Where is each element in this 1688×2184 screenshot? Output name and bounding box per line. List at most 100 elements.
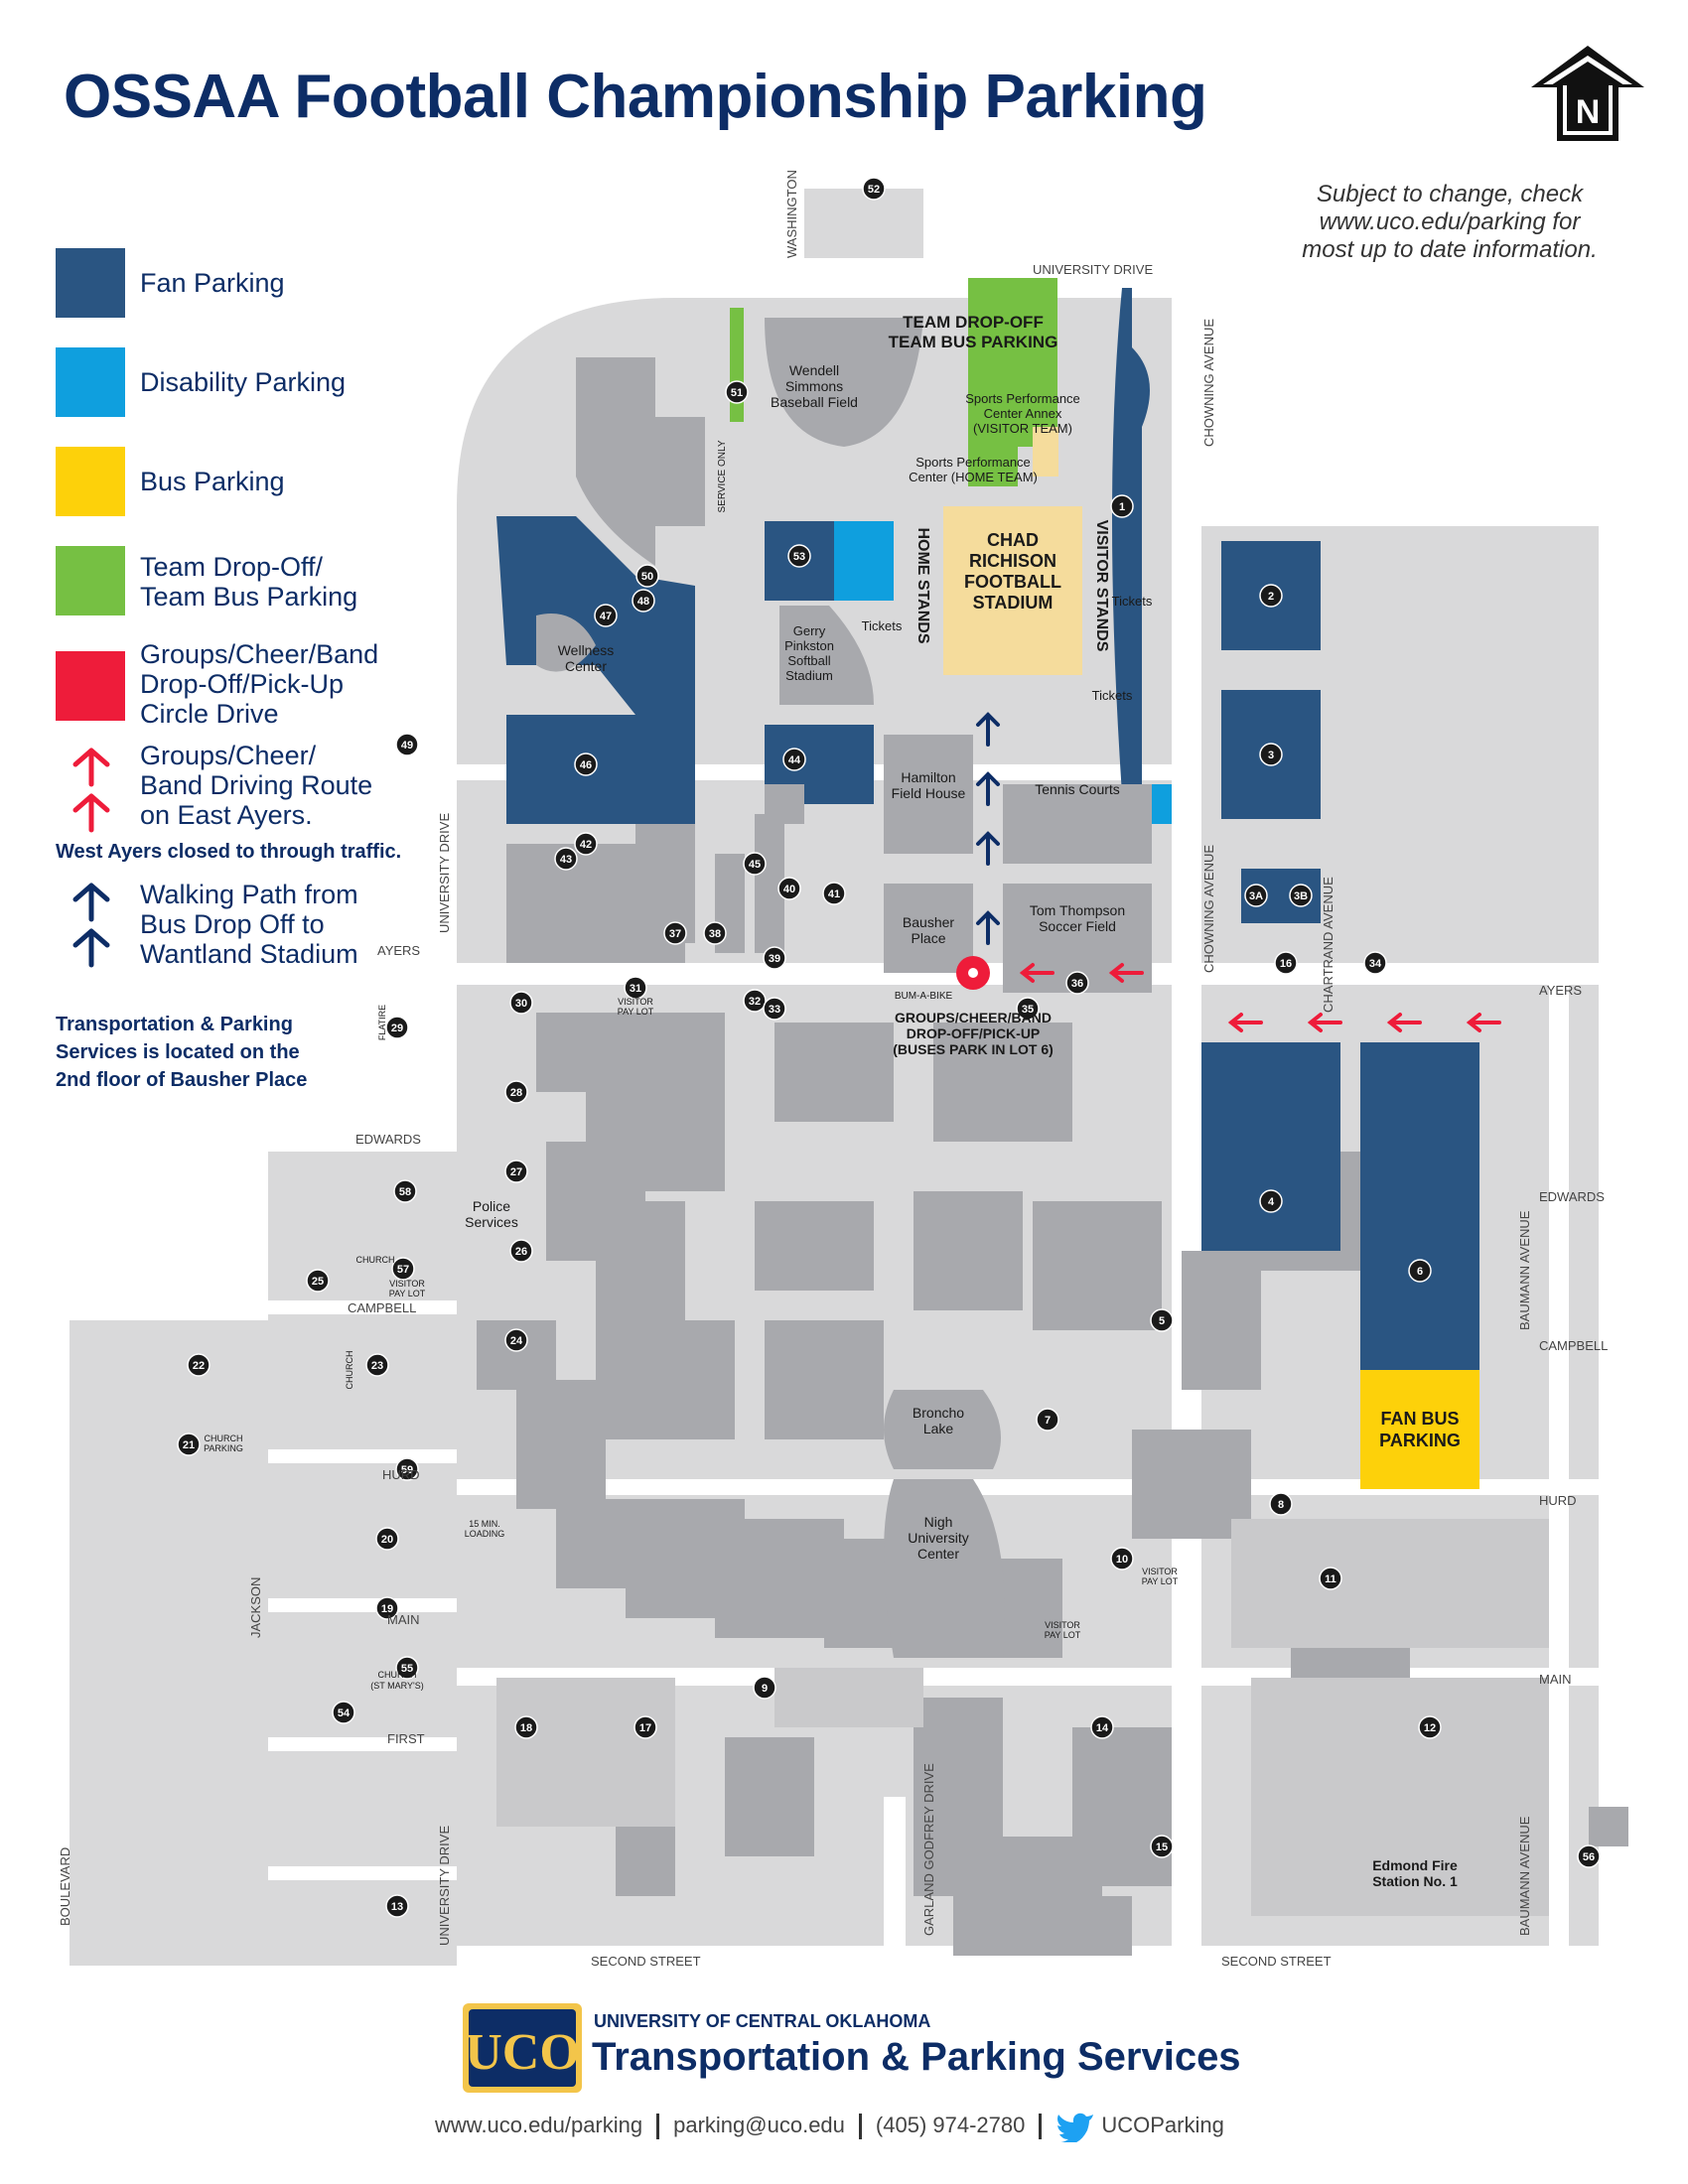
legend-route-line: Band Driving Route	[140, 770, 373, 800]
lot-number: 39	[769, 953, 780, 965]
lot-marker-19: 19	[375, 1596, 399, 1620]
lot-number: 5	[1159, 1315, 1165, 1327]
legend-groups-label: Groups/Cheer/Band Drop-Off/Pick-Up Circl…	[140, 639, 378, 729]
footer-separator	[1039, 2114, 1043, 2139]
lot-number: 9	[762, 1683, 768, 1695]
disclaimer-line: www.uco.edu/parking for	[1319, 208, 1581, 235]
hamilton-label-2: Field House	[892, 785, 966, 801]
visitor-pay-lot-31-label-2: PAY LOT	[618, 1007, 654, 1017]
lot-4	[1201, 1042, 1340, 1251]
lot-number: 41	[828, 888, 840, 900]
wellness-label-1: Wellness	[558, 642, 615, 658]
lot-marker-31: 31	[624, 976, 647, 1000]
bus-parking-swatch	[56, 447, 125, 516]
lot-number: 18	[520, 1722, 532, 1734]
groups-circle-label-3: (BUSES PARK IN LOT 6)	[893, 1041, 1054, 1057]
street-campbell-east: CAMPBELL	[1539, 1338, 1608, 1353]
street-university-drive-west1: UNIVERSITY DRIVE	[437, 813, 452, 933]
loading-label-2: LOADING	[465, 1529, 505, 1539]
lot-marker-56: 56	[1577, 1844, 1601, 1868]
bausher-label-1: Bausher	[903, 914, 954, 930]
stadium-label-1: CHAD	[987, 530, 1039, 550]
lot-number: 44	[788, 754, 801, 766]
street-jackson: JACKSON	[248, 1577, 263, 1638]
spc-label-1: Sports Performance	[915, 455, 1031, 470]
lot-number: 38	[709, 928, 721, 940]
lot-marker-8: 8	[1269, 1492, 1293, 1516]
lot-marker-2: 2	[1259, 584, 1283, 608]
street-chowning-south: CHOWNING AVENUE	[1201, 845, 1216, 973]
church-label-23: CHURCH	[345, 1351, 354, 1390]
lot-number: 6	[1417, 1266, 1423, 1278]
legend-walking-line: Bus Drop Off to	[140, 909, 325, 939]
broncho-lake	[884, 1390, 1001, 1469]
red-route-arrows-icon	[72, 748, 110, 833]
police-label-2: Services	[465, 1214, 518, 1230]
legend-route-label: Groups/Cheer/ Band Driving Route on East…	[140, 741, 372, 830]
tps-note-line: Transportation & Parking	[56, 1014, 293, 1035]
lot-marker-25: 25	[306, 1269, 330, 1293]
legend-route-line: on East Ayers.	[140, 800, 313, 830]
lot-marker-27: 27	[504, 1160, 528, 1183]
tennis-label: Tennis Courts	[1035, 781, 1120, 797]
lot-number: 16	[1280, 958, 1292, 970]
church-st-marys-label-1: CHURCH	[378, 1670, 417, 1680]
legend-disability-label: Disability Parking	[140, 367, 347, 397]
fire-station-label-1: Edmond Fire	[1372, 1857, 1458, 1873]
lot-marker-6: 6	[1408, 1259, 1432, 1283]
lot-marker-57: 57	[391, 1257, 415, 1281]
footer-email-link[interactable]: parking@uco.edu	[673, 2112, 845, 2137]
lot-number: 47	[600, 611, 612, 622]
lot-marker-23: 23	[365, 1353, 389, 1377]
legend-bus-label: Bus Parking	[140, 467, 285, 496]
lot-number: 54	[338, 1707, 351, 1719]
lot-marker-50: 50	[635, 564, 659, 588]
lot-number: 12	[1424, 1722, 1436, 1734]
visitor-pay-lot-10b-label-2: PAY LOT	[1045, 1630, 1081, 1640]
tps-note: Transportation & Parking Services is loc…	[56, 1011, 307, 1094]
lot-number: 15	[1156, 1842, 1168, 1853]
street-ayers-west: AYERS	[377, 943, 420, 958]
footer-university: UNIVERSITY OF CENTRAL OKLAHOMA	[594, 2011, 931, 2031]
street-first: FIRST	[387, 1731, 425, 1746]
lot-number: 4	[1268, 1196, 1275, 1208]
lot-number: 19	[381, 1603, 393, 1615]
legend-route-line: Groups/Cheer/	[140, 741, 317, 770]
lot-marker-20: 20	[375, 1527, 399, 1551]
lot-number: 13	[391, 1901, 403, 1913]
lot-marker-4: 4	[1259, 1189, 1283, 1213]
lot-number: 43	[560, 854, 572, 866]
street-chowning-north: CHOWNING AVENUE	[1201, 319, 1216, 447]
lot-number: 53	[793, 551, 805, 563]
lot-marker-52: 52	[862, 177, 886, 201]
street-university-drive-north: UNIVERSITY DRIVE	[1033, 262, 1153, 277]
lot-number: 33	[769, 1004, 780, 1016]
legend-walking-label: Walking Path from Bus Drop Off to Wantla…	[140, 880, 358, 969]
flatire-label: FLATIRE	[377, 1005, 387, 1040]
home-stands-label: HOME STANDS	[914, 527, 931, 643]
stadium-label-4: STADIUM	[973, 593, 1054, 613]
stadium-label-2: RICHISON	[969, 551, 1056, 571]
footer-website-link[interactable]: www.uco.edu/parking	[435, 2112, 643, 2137]
lot-51-strip	[730, 308, 744, 422]
legend-groups-line: Groups/Cheer/Band	[140, 639, 379, 669]
legend-west-closed: West Ayers closed to through traffic.	[56, 841, 402, 863]
lot-number: 29	[391, 1023, 403, 1034]
spca-label-2: Center Annex	[984, 406, 1062, 421]
street-hurd-east: HURD	[1539, 1493, 1577, 1508]
lot-number: 1	[1119, 501, 1125, 513]
lot-marker-32: 32	[743, 989, 767, 1013]
ne-lot-52-ground	[804, 189, 923, 258]
footer-twitter-link[interactable]: UCOParking	[1101, 2112, 1224, 2137]
lot-number: 22	[193, 1360, 205, 1372]
lot-marker-33: 33	[763, 997, 786, 1021]
legend-groups-line: Drop-Off/Pick-Up	[140, 669, 345, 699]
baseball-label-2: Simmons	[785, 378, 843, 394]
place-labels: TEAM DROP-OFF TEAM BUS PARKING Wendell S…	[204, 313, 1461, 1889]
lot-marker-58: 58	[393, 1179, 417, 1203]
groups-dropoff-swatch	[56, 651, 125, 721]
lot-number: 17	[639, 1722, 651, 1734]
lot-marker-24: 24	[504, 1328, 528, 1352]
